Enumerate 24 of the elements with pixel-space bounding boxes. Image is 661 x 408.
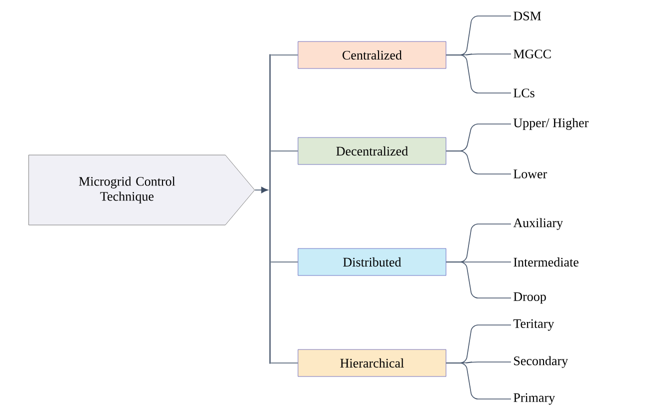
pentagon-arrow-box: Microgrid Control Technique <box>28 154 255 226</box>
leaf-label: Droop <box>514 292 546 304</box>
leaf-label: Upper/ Higher <box>513 118 589 130</box>
leaf-label: MGCC <box>514 50 551 58</box>
leaf-label: DSM <box>514 12 541 20</box>
branch-line <box>270 54 298 56</box>
leaf-label: Primary <box>514 393 556 405</box>
branch-line <box>446 362 512 400</box>
branch-line <box>270 150 298 152</box>
leaf-label: LCs <box>514 88 534 98</box>
category-box: Centralized <box>298 41 446 69</box>
category-box: Distributed <box>298 248 446 276</box>
leaf-label: Secondary <box>514 356 568 368</box>
branch-line <box>270 362 298 364</box>
category-box: Hierarchical <box>298 349 446 377</box>
leaf-label: Intermediate <box>514 257 578 267</box>
leaf-label: Auxiliary <box>513 218 563 230</box>
leaf-label: Lower <box>514 170 548 178</box>
arrow <box>254 186 268 194</box>
branch-line <box>446 262 512 298</box>
branch-line <box>446 150 512 174</box>
leaf-label: Teritary <box>513 319 554 331</box>
category-box: Decentralized <box>298 137 446 165</box>
branch-line <box>446 54 512 94</box>
